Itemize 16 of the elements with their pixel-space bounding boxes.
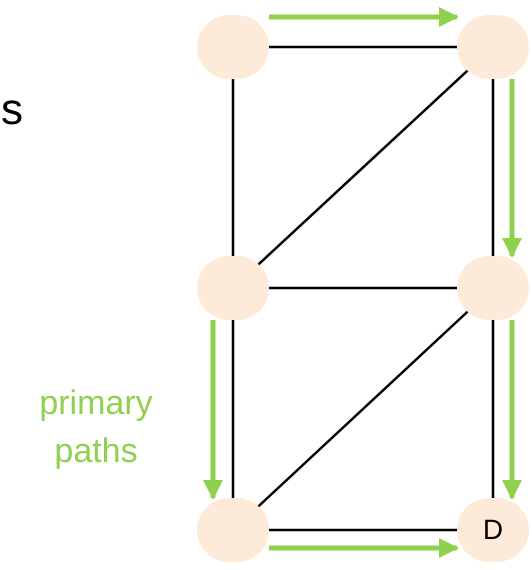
connector-line [269, 46, 457, 48]
connector-line [257, 310, 469, 508]
connector-line [257, 69, 469, 266]
arrow [502, 320, 522, 500]
connector-line [269, 286, 457, 290]
connector-line [232, 320, 234, 498]
arrow [269, 7, 459, 27]
connector-line [269, 528, 457, 532]
connector-line [492, 79, 494, 256]
arrow [502, 79, 522, 258]
arrow [203, 320, 223, 500]
connector-line [232, 79, 234, 256]
connector-line [492, 320, 494, 498]
annotation-text: primary paths [38, 383, 154, 472]
title-fragment: s [1, 88, 23, 132]
arrow [269, 538, 459, 558]
